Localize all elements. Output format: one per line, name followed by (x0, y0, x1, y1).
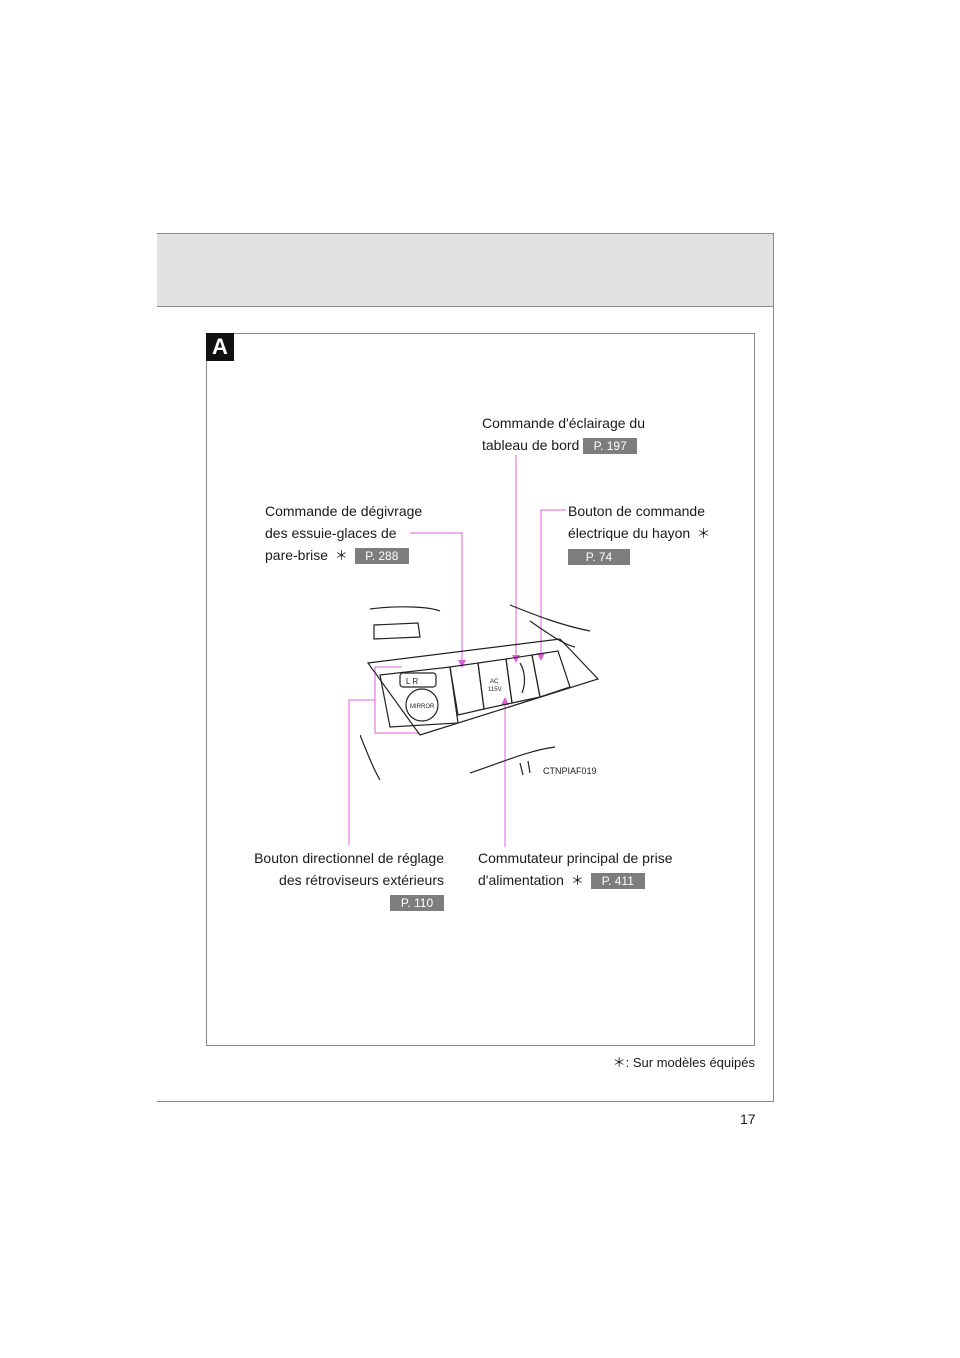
callout-panel-light-line1: Commande d'éclairage du (482, 415, 645, 431)
asterisk-icon: ＊ (334, 548, 348, 563)
outlet-text-1: AC (490, 679, 499, 685)
section-box (206, 333, 755, 1046)
page-ref-74[interactable]: P. 74 (568, 549, 630, 566)
bottom-rule (157, 1101, 774, 1102)
footnote-text: : Sur modèles équipés (625, 1055, 755, 1070)
callout-panel-light: Commande d'éclairage du tableau de bord … (482, 412, 645, 456)
callout-wiper-line3: pare-brise (265, 547, 329, 563)
callout-mirror-ref-wrap: P. 110 (254, 891, 444, 913)
callout-mirror-line2: des rétroviseurs extérieurs (279, 872, 444, 888)
side-rule (773, 233, 774, 1102)
header-band (157, 233, 774, 307)
callout-power-outlet: Commutateur principal de prise d'aliment… (478, 847, 673, 892)
callout-mirror-line1: Bouton directionnel de réglage (254, 850, 444, 866)
switch-panel-illustration: L R MIRROR AC 115V (360, 604, 600, 781)
callout-mirror: Bouton directionnel de réglage des rétro… (254, 847, 444, 913)
callout-panel-light-line2-wrap: tableau de bord P. 197 (482, 434, 645, 456)
callout-wiper-line1: Commande de dégivrage (265, 503, 423, 519)
illustration-code: CTNPIAF019 (543, 766, 597, 776)
section-tag: A (206, 333, 234, 361)
callout-back-door-ref-wrap: P. 74 (568, 545, 713, 567)
page-ref-288[interactable]: P. 288 (354, 548, 409, 565)
page-ref-197[interactable]: P. 197 (583, 438, 638, 455)
callout-panel-light-line2: tableau de bord (482, 437, 580, 453)
outlet-text-2: 115V (488, 687, 502, 693)
callout-back-door-line1: Bouton de commande (568, 503, 705, 519)
callout-back-door: Bouton de commande électrique du hayon ＊… (568, 500, 713, 567)
callout-wiper-line3-wrap: pare-brise ＊ P. 288 (265, 544, 422, 567)
callout-wiper-deicer: Commande de dégivrage des essuie-glaces … (265, 500, 422, 567)
page-ref-411[interactable]: P. 411 (590, 873, 645, 890)
page-number: 17 (740, 1111, 756, 1127)
callout-outlet-line2-wrap: d'alimentation ＊ P. 411 (478, 869, 673, 892)
callout-back-door-line2-wrap: électrique du hayon ＊ (568, 522, 713, 545)
callout-wiper-line2: des essuie-glaces de (265, 525, 397, 541)
callout-outlet-line2: d'alimentation (478, 872, 564, 888)
callout-outlet-line1: Commutateur principal de prise (478, 850, 673, 866)
asterisk-icon: ＊ (612, 1055, 626, 1070)
footnote: ＊: Sur modèles équipés (613, 1052, 755, 1071)
lr-text: L R (406, 677, 418, 686)
page-ref-110[interactable]: P. 110 (390, 895, 444, 912)
asterisk-icon: ＊ (570, 873, 584, 888)
callout-back-door-line2: électrique du hayon (568, 525, 691, 541)
asterisk-icon: ＊ (697, 526, 711, 541)
mirror-switch-text: MIRROR (410, 704, 435, 710)
